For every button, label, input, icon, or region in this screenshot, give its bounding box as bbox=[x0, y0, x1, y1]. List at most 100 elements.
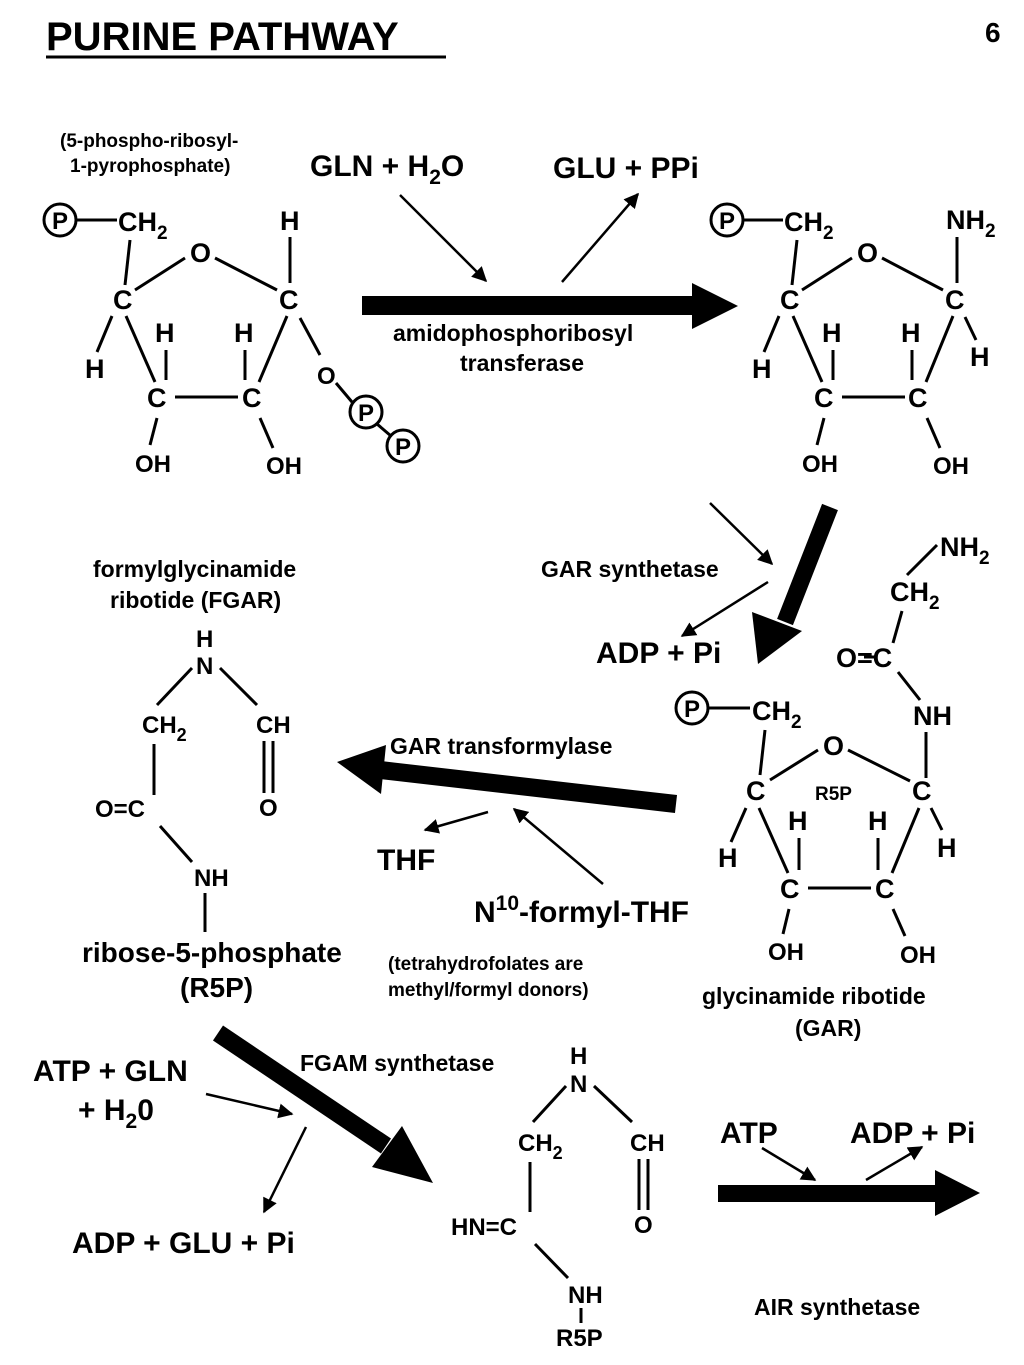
c3: C bbox=[147, 383, 167, 413]
formyl-o: O bbox=[259, 795, 278, 822]
c4: C bbox=[780, 285, 800, 315]
oh-c2: OH bbox=[900, 942, 936, 969]
step5-products: ADP + Pi bbox=[850, 1117, 975, 1150]
step4-reactants-line2: + H20 bbox=[78, 1094, 154, 1133]
formyl-ch: CH bbox=[256, 712, 291, 739]
ch2-group: CH2 bbox=[784, 207, 834, 244]
ch2-group: CH2 bbox=[142, 712, 187, 745]
c2: C bbox=[875, 874, 895, 904]
gar-name-line2: (GAR) bbox=[795, 1015, 861, 1041]
prpp-molecule: P CH2 O H C C H H H C C OH OH O P P bbox=[42, 202, 421, 480]
step4-main-arrow bbox=[212, 1025, 433, 1183]
c3: C bbox=[814, 383, 834, 413]
c4: C bbox=[746, 776, 766, 806]
carbonyl-group: O=C bbox=[95, 796, 145, 823]
phosphate-symbol: P bbox=[52, 208, 68, 235]
oh-c2: OH bbox=[933, 453, 969, 480]
c2: C bbox=[908, 383, 928, 413]
n-atom: N bbox=[570, 1071, 587, 1098]
ch2-group: CH2 bbox=[118, 207, 168, 244]
ch2-group: CH2 bbox=[752, 696, 802, 733]
step2-main-arrow bbox=[752, 503, 838, 664]
r5p-name-line2: (R5P) bbox=[180, 972, 253, 1003]
n-atom: N bbox=[196, 653, 213, 680]
ring-label: R5P bbox=[556, 1325, 603, 1352]
prpp-note-line1: (5-phospho-ribosyl- bbox=[60, 131, 238, 152]
h-top: H bbox=[280, 206, 300, 236]
phosphate-symbol: P bbox=[395, 434, 411, 461]
nh2-group: NH2 bbox=[940, 532, 990, 569]
o-link: O bbox=[317, 363, 336, 390]
step5-main-arrow bbox=[718, 1170, 980, 1216]
step2-products: ADP + Pi bbox=[596, 637, 721, 670]
step5-enzyme: AIR synthetase bbox=[754, 1294, 920, 1320]
gar-name-line1: glycinamide ribotide bbox=[702, 983, 926, 1009]
step3-enzyme: GAR transformylase bbox=[390, 733, 612, 759]
formyl-ch: CH bbox=[630, 1130, 665, 1157]
step1-reactants: GLN + H2O bbox=[310, 150, 464, 189]
prpp-note-line2: 1-pyrophosphate) bbox=[70, 156, 230, 177]
n-h: H bbox=[570, 1043, 587, 1070]
ring-oxygen: O bbox=[190, 238, 211, 268]
h-c2: H bbox=[868, 806, 888, 836]
step3-main-arrow bbox=[337, 745, 678, 813]
h-c2: H bbox=[234, 318, 254, 348]
h-right: H bbox=[970, 342, 990, 372]
fgar-molecule: H N CH2 CH O O=C NH bbox=[95, 626, 291, 932]
oh-c3: OH bbox=[768, 939, 804, 966]
nh2-group: NH2 bbox=[946, 205, 996, 242]
h-c3: H bbox=[788, 806, 808, 836]
fgam-molecule: H N CH2 CH O HN=C NH R5P bbox=[451, 1043, 665, 1352]
h-left: H bbox=[752, 354, 772, 384]
thf-note-line2: methyl/formyl donors) bbox=[388, 980, 589, 1001]
h-c3: H bbox=[822, 318, 842, 348]
phosphate-symbol: P bbox=[719, 208, 735, 235]
step4-reactants-line1: ATP + GLN bbox=[33, 1055, 188, 1088]
ch2-group: CH2 bbox=[890, 577, 940, 614]
h-c3: H bbox=[155, 318, 175, 348]
c4: C bbox=[113, 285, 133, 315]
c1: C bbox=[912, 776, 932, 806]
n-h: H bbox=[196, 626, 213, 653]
ring-oxygen: O bbox=[823, 731, 844, 761]
c1: C bbox=[945, 285, 965, 315]
page-title: PURINE PATHWAY bbox=[46, 15, 399, 59]
step1-main-arrow bbox=[362, 283, 738, 329]
step4-enzyme: FGAM synthetase bbox=[300, 1050, 494, 1076]
oh-c3: OH bbox=[135, 451, 171, 478]
page-number: 6 bbox=[985, 17, 1001, 48]
h-left: H bbox=[718, 843, 738, 873]
step5-reactant: ATP bbox=[720, 1117, 778, 1150]
pra-molecule: P CH2 O NH2 C C H H H H C C OH OH bbox=[709, 202, 996, 480]
h-right: H bbox=[937, 833, 957, 863]
step1-products: GLU + PPi bbox=[553, 152, 699, 185]
c2: C bbox=[242, 383, 262, 413]
h-c2: H bbox=[901, 318, 921, 348]
imino-group: HN=C bbox=[451, 1214, 517, 1241]
step2-enzyme: GAR synthetase bbox=[541, 556, 719, 582]
amide-nh: NH bbox=[194, 865, 229, 892]
oh-c2: OH bbox=[266, 453, 302, 480]
fgar-name-line2: ribotide (FGAR) bbox=[110, 587, 281, 613]
thf-note-line1: (tetrahydrofolates are bbox=[388, 954, 583, 975]
h-left: H bbox=[85, 354, 105, 384]
n10-formyl-thf: N10-formyl-THF bbox=[474, 892, 689, 929]
formyl-o: O bbox=[634, 1212, 653, 1239]
phosphate-symbol: P bbox=[358, 400, 374, 427]
step1-enzyme-line1: amidophosphoribosyl bbox=[393, 320, 633, 346]
step4-products: ADP + GLU + Pi bbox=[72, 1227, 295, 1260]
oh-c3: OH bbox=[802, 451, 838, 478]
fgar-name-line1: formylglycinamide bbox=[93, 556, 296, 582]
step1-enzyme-line2: transferase bbox=[460, 350, 584, 376]
amide-nh: NH bbox=[568, 1282, 603, 1309]
phosphate-symbol: P bbox=[684, 696, 700, 723]
thf-label: THF bbox=[377, 844, 435, 877]
r5p-name-line1: ribose-5-phosphate bbox=[82, 937, 342, 968]
ring-oxygen: O bbox=[857, 238, 878, 268]
ring-label: R5P bbox=[815, 784, 852, 805]
c1: C bbox=[279, 285, 299, 315]
amide-nh: NH bbox=[913, 701, 952, 731]
gar-molecule: NH2 CH2 O=C NH P CH2 O R5P C C H H H H C… bbox=[674, 532, 990, 969]
ch2-group: CH2 bbox=[518, 1130, 563, 1163]
